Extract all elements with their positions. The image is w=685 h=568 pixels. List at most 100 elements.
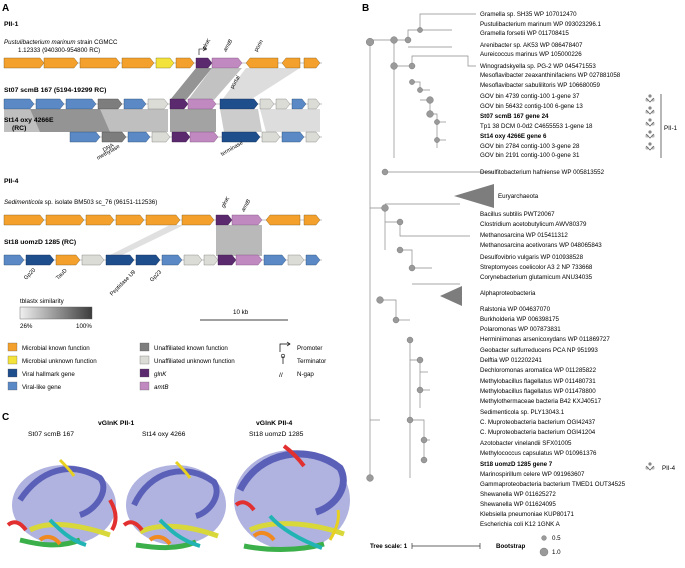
taxon-label: GOV bin 2191 contig-100 0-gene 31 [480, 152, 580, 159]
st14-title: St14 oxy 4266E [4, 117, 54, 124]
gene-label-peptidase: Peptidase U9 [109, 269, 137, 297]
legend-swatch-4 [139, 342, 150, 352]
taxon-label: Tp1 38 DCM 0-0d2 C4655553 1-gene 18 [480, 123, 593, 130]
taxon-label: Geobacter sulfurreducens PCA NP 951993 [480, 347, 598, 354]
legend-swatch-6 [139, 368, 150, 378]
phylogenetic-tree [369, 13, 494, 478]
similarity-gradient [19, 306, 93, 320]
st07-title: St07 scmB 167 (5194-19299 RC) [4, 87, 106, 94]
bootstrap-value-low: 0.5 [552, 535, 561, 542]
taxon-labels: Gramella sp. SH35 WP 107012470 Pustuliba… [480, 11, 626, 528]
header-vglnk-pii1: vGlnK PII-1 [98, 420, 134, 427]
ngap-icon: // [279, 372, 283, 379]
taxon-label: Methanosarcina WP 015411312 [480, 232, 568, 239]
taxon-label: GOV bin 56432 contig-100 6-gene 13 [480, 103, 583, 110]
taxon-label: Methanosarcina acetivorans WP 048065843 [480, 242, 602, 249]
taxon-label: GOV bin 2784 contig-100 3-gene 28 [480, 143, 580, 150]
taxon-label: Sedimenticola sp. PLY13043.1 [480, 409, 565, 416]
taxon-label: Burkholderia WP 006398175 [480, 316, 560, 323]
gene-label-glnK-b: glnK [221, 196, 232, 209]
legend-swatch-1 [7, 355, 18, 365]
clade-euryarchaeota [454, 184, 494, 208]
clade-alphaproteobacteria [440, 286, 462, 306]
protein-structure-st14 [122, 460, 226, 551]
taxon-label: Methylococcus capsulatus WP 010961376 [480, 450, 597, 457]
taxon-label: St07 scmB 167 gene 24 [480, 113, 549, 120]
taxon-label: Dechloromonas aromatica WP 011285822 [480, 367, 597, 374]
legend-terminator: Terminator [297, 358, 326, 365]
taxon-label: Desulfitobacterium hafniense WP 00581355… [480, 169, 605, 176]
pii1-header: PII-1 [4, 21, 19, 28]
similarity-band-1 [170, 68, 300, 100]
taxon-label: Gramella sp. SH35 WP 107012470 [480, 11, 577, 18]
st18-title: St18 uomzD 1285 (RC) [4, 239, 76, 246]
legend-label-2: Viral hallmark gene [22, 371, 75, 378]
gene-label-gp20: Gp20 [23, 267, 37, 281]
taxon-label: Methylobacillus flagellatus WP 011478800 [480, 388, 596, 395]
taxon-label: St18 uomzD 1285 gene 7 [480, 461, 553, 468]
track-st14 [69, 131, 322, 143]
taxon-label: Ralstonia WP 004637070 [480, 306, 551, 313]
taxon-label: Polaromonas WP 007873831 [480, 326, 561, 333]
pustuli-coords: 1.12333 (940300-954800 RC) [18, 47, 100, 54]
gene-label-dna-1: DNA [102, 142, 115, 153]
pustuli-title: Pustulibacterium marinum strain CGMCC [4, 39, 118, 46]
legend-swatch-3 [7, 381, 18, 391]
taxon-label: Shewanella WP 011625272 [480, 491, 556, 498]
legend-swatch-0 [7, 342, 18, 352]
taxon-label: Winogradskyella sp. PG-2 WP 045471553 [480, 63, 596, 70]
taxon-label: Streptomyces coelicolor A3 2 NP 733668 [480, 264, 593, 271]
taxon-label: Alphaproteobacteria [480, 290, 536, 297]
taxon-label: Methylobacillus flagellatus WP 011480731 [480, 378, 596, 385]
taxon-label: Euryarchaeota [498, 193, 539, 200]
protein-structure-st07 [6, 458, 118, 548]
taxon-label: C. Muproteobacteria bacterium OGI41204 [480, 429, 596, 436]
legend-label-5: Unaffiliated unknown function [154, 358, 235, 365]
legend-label-3: Viral-like gene [22, 384, 62, 391]
taxon-label: Pustulibacterium marinum WP 093023296.1 [480, 21, 602, 28]
legend-label-1: Microbial unknown function [22, 358, 97, 365]
promoter-icon [279, 343, 290, 352]
st14-sub: (RC) [12, 125, 26, 132]
taxon-label: Bacillus subtilis PWT20067 [480, 211, 555, 218]
legend-ngap: N-gap [297, 371, 314, 378]
similarity-band-2 [4, 109, 320, 132]
taxon-label: Escherichia coli K12 1GNK A [480, 521, 561, 528]
bootstrap-label: Bootstrap [496, 543, 525, 550]
track-st07 [3, 98, 322, 110]
bootstrap-nodes [366, 27, 440, 482]
taxon-label: Gammaproteobacteria bacterium TMED1 OUT3… [480, 481, 626, 488]
structure-label-st14: St14 oxy 4266 [142, 431, 186, 438]
legend-label-7: amtB [154, 384, 168, 391]
tree-scale-label: Tree scale: 1 [370, 543, 408, 550]
taxon-label: Corynebacterium glutamicum ANU34035 [480, 274, 593, 281]
taxon-label: C. Muproteobacteria bacterium OGI42437 [480, 419, 596, 426]
taxon-label: Desulfovibrio vulgaris WP 010938528 [480, 254, 584, 261]
structure-label-st07: St07 scmB 167 [28, 431, 74, 438]
legend-label-4: Unaffiliated known function [154, 345, 228, 352]
structure-label-st18: St18 uomzD 1285 [249, 431, 304, 438]
similarity-title: tblastx similarity [20, 298, 65, 305]
pii4-label: PII-4 [662, 465, 676, 472]
pii4-header: PII-4 [4, 178, 19, 185]
taxon-label: Arenibacter sp. AK53 WP 086478407 [480, 42, 583, 49]
taxon-label: Marinospirillum celere WP 091963607 [480, 471, 585, 478]
scale-bar-label: 10 kb [233, 309, 249, 316]
track-st18 [3, 254, 322, 266]
panel-a-label: A [2, 3, 9, 14]
track-pustulibacterium [3, 57, 322, 69]
taxon-label: Delftia WP 012202241 [480, 357, 542, 364]
track-sedimenticola [3, 214, 322, 226]
bootstrap-value-high: 1.0 [552, 549, 561, 556]
pii4-annotation: PII-4 [645, 461, 676, 472]
taxon-label: Shewanella WP 011624095 [480, 501, 556, 508]
promoter-mark-1 [198, 48, 205, 55]
legend-swatch-7 [139, 381, 150, 391]
similarity-band-3 [108, 225, 262, 256]
taxon-label: Aureicoccus marinus WP 105000226 [480, 51, 582, 58]
pii1-annotation: PII-1 [645, 94, 678, 158]
taxon-label: Clostridium acetobutylicum AWV80379 [480, 221, 587, 228]
taxon-label: St14 oxy 4266E gene 6 [480, 133, 547, 140]
pii1-label: PII-1 [664, 125, 678, 132]
